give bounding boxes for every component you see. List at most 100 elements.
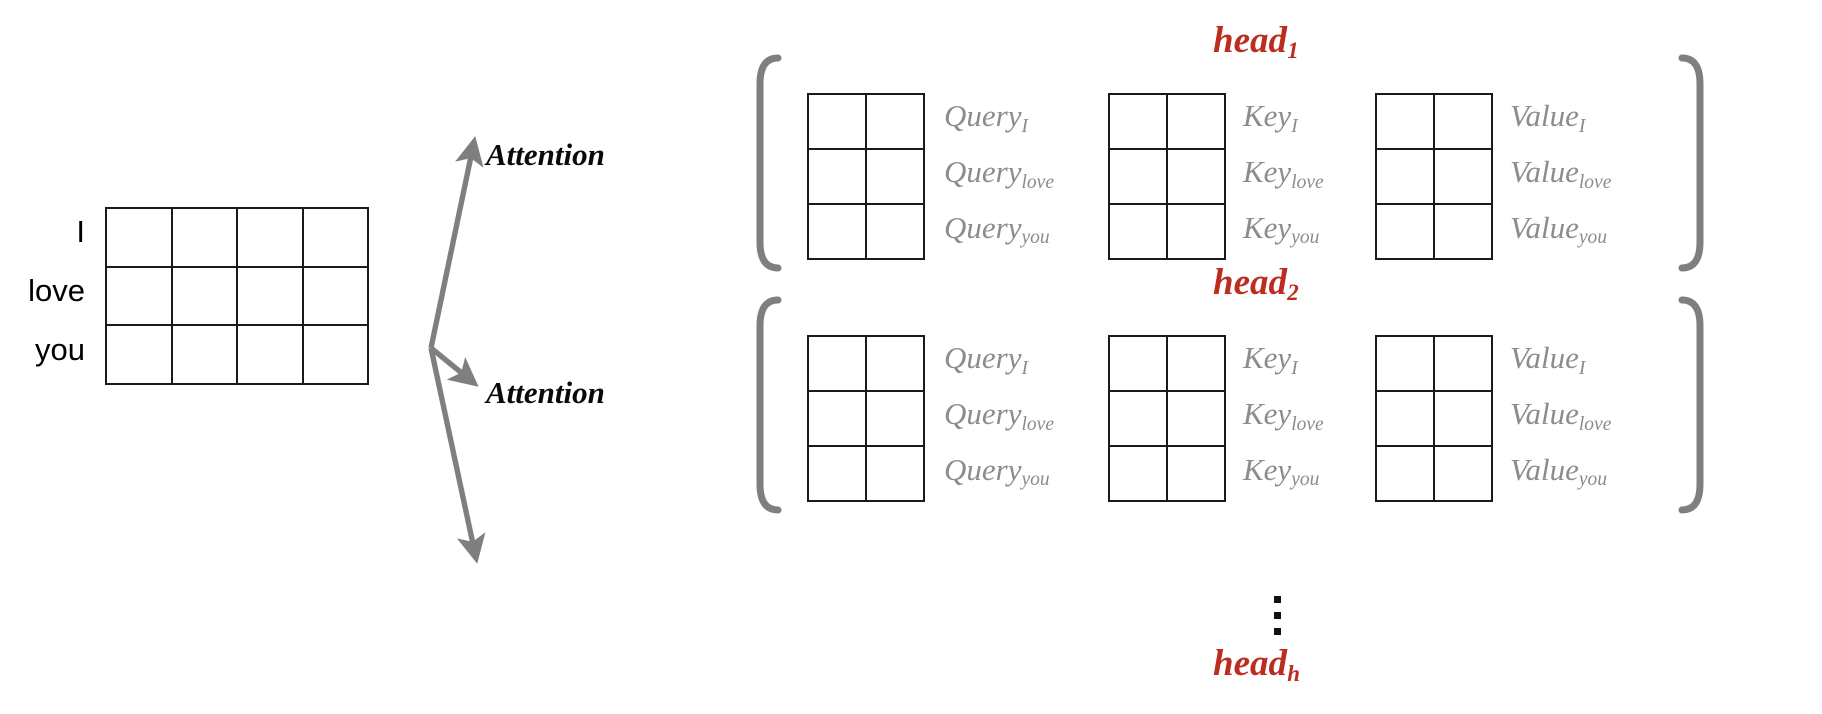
qkv-grid-cell	[1435, 205, 1493, 260]
label-sub: love	[1578, 413, 1612, 435]
head-2-key-label-love: Keylove	[1243, 398, 1324, 434]
label-sub: you	[1578, 469, 1608, 491]
head-h-title-subscript: h	[1287, 661, 1300, 687]
qkv-grid-cell	[867, 337, 925, 392]
ellipsis-dot	[1274, 612, 1281, 619]
qkv-grid-cell	[1377, 447, 1435, 502]
head-1-title-base: head	[1213, 20, 1287, 61]
head-2-title-subscript: 2	[1287, 280, 1299, 306]
input-grid-cell	[303, 267, 369, 327]
head-1-value-label-you: Valueyou	[1510, 209, 1607, 248]
label-base: Value	[1510, 451, 1579, 487]
input-grid-cell	[303, 326, 369, 385]
head-1-key-labels: KeyI Keylove Keyyou	[1243, 88, 1473, 255]
qkv-grid-cell	[1168, 447, 1226, 502]
head-1-value-labels: ValueI Valuelove Valueyou	[1510, 88, 1740, 255]
qkv-grid-cell	[1168, 392, 1226, 447]
attention-label-2: Attention	[486, 375, 605, 410]
input-grid-cell	[172, 326, 238, 385]
token-label-you: you	[35, 332, 85, 367]
head-2-value-labels: ValueI Value love Valueyou	[1510, 330, 1740, 497]
label-base: Query	[944, 153, 1022, 189]
qkv-grid-cell	[1168, 205, 1226, 260]
label-sub: I	[1291, 116, 1298, 138]
label-base: Query	[944, 451, 1022, 487]
ellipsis-dot	[1274, 596, 1281, 603]
label-base: Key	[1243, 209, 1292, 245]
head-1-query-grid	[807, 93, 925, 260]
label-base: Query	[944, 395, 1022, 431]
qkv-grid-cell	[1377, 392, 1435, 447]
head-1-key-label-love: Keylove	[1243, 153, 1324, 192]
label-sub: you	[1021, 227, 1050, 249]
ellipsis-dot	[1274, 628, 1281, 635]
attention-label-1: Attention	[486, 137, 605, 172]
head-2-query-label-you: Queryyou	[944, 451, 1050, 490]
head-1-query-label-i: QueryI	[944, 98, 1028, 136]
input-grid-cell	[303, 209, 369, 268]
label-base: Key	[1243, 153, 1292, 189]
label-base: Key	[1243, 98, 1292, 134]
head-2-value-label-you: Valueyou	[1510, 451, 1607, 490]
input-embedding-grid	[105, 207, 369, 385]
qkv-grid-cell	[1110, 337, 1168, 392]
qkv-grid-cell	[867, 150, 925, 205]
head-h-title-base: head	[1213, 643, 1287, 684]
label-sub: I	[1021, 116, 1028, 138]
label-base: Value	[1510, 98, 1579, 134]
arrow-to-attention-1	[428, 136, 484, 349]
label-sub: love	[1021, 171, 1054, 193]
qkv-grid-cell	[1168, 150, 1226, 205]
head-2-key-label-i: KeyI	[1243, 342, 1298, 378]
label-base: Key	[1243, 451, 1292, 487]
qkv-grid-cell	[809, 150, 867, 205]
head-2-key-label-you: Keyyou	[1243, 451, 1319, 490]
label-sub: I	[1021, 358, 1028, 380]
head-1-value-grid	[1375, 93, 1493, 260]
qkv-grid-cell	[809, 337, 867, 392]
label-sub: you	[1291, 469, 1320, 491]
head-h-title: headh	[1213, 643, 1300, 685]
head-2-key-labels: KeyI Keylove Keyyou	[1243, 330, 1473, 497]
head-2-value-grid	[1375, 335, 1493, 502]
input-grid-cell	[172, 267, 238, 327]
qkv-grid-cell	[1110, 392, 1168, 447]
head-2-query-label-i: QueryI	[944, 342, 1028, 378]
label-sub: love	[1291, 171, 1324, 193]
head-2-query-label-love: Querylove	[944, 395, 1054, 434]
label-sub: love	[1578, 171, 1612, 193]
label-sub: I	[1291, 358, 1298, 380]
label-sub: you	[1291, 227, 1320, 249]
input-grid-cell	[107, 267, 173, 327]
head-2-query-grid	[807, 335, 925, 502]
qkv-grid-cell	[1435, 95, 1493, 150]
input-grid-cell	[172, 209, 238, 268]
head-1-key-label-you: Keyyou	[1243, 209, 1319, 248]
qkv-grid-cell	[1110, 447, 1168, 502]
qkv-grid-cell	[809, 392, 867, 447]
arrow-to-attention-2	[429, 345, 479, 387]
qkv-grid-cell	[1377, 150, 1435, 205]
head-1-title-subscript: 1	[1287, 38, 1299, 64]
qkv-grid-cell	[1435, 447, 1493, 502]
head-2-query-labels: QueryI Querylove Queryyou	[944, 330, 1174, 497]
label-base: Query	[944, 98, 1022, 134]
qkv-grid-cell	[867, 447, 925, 502]
label-base: Value	[1510, 209, 1579, 245]
qkv-grid-cell	[867, 392, 925, 447]
head-2-key-grid	[1108, 335, 1226, 502]
label-sub: you	[1021, 469, 1050, 491]
label-sub: I	[1578, 358, 1586, 380]
qkv-grid-cell	[1110, 95, 1168, 150]
head-1-value-label-i: ValueI	[1510, 98, 1585, 136]
head-1-query-labels: QueryI Querylove Queryyou	[944, 88, 1174, 255]
label-base: Query	[944, 209, 1022, 245]
head-1-value-label-love: Valuelove	[1510, 156, 1611, 192]
input-grid-cell	[238, 267, 304, 327]
head-2-value-label-i: ValueI	[1510, 342, 1585, 378]
head-2-title: head2	[1213, 264, 1299, 304]
qkv-grid-cell	[1168, 95, 1226, 150]
qkv-grid-cell	[1435, 150, 1493, 205]
qkv-grid-cell	[867, 205, 925, 260]
